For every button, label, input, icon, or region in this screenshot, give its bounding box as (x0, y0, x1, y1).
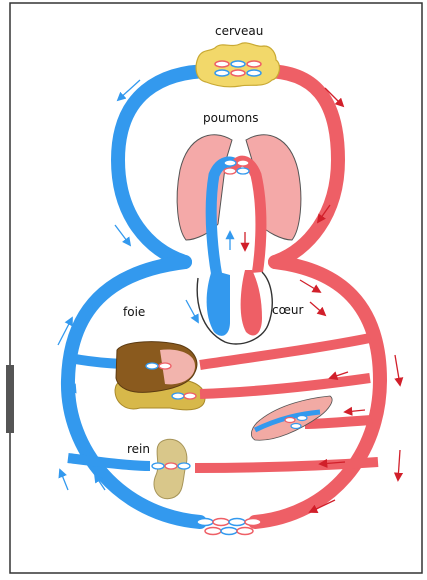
artery-kidney (195, 462, 378, 468)
label-heart: cœur (272, 303, 303, 317)
kidney-capillaries (152, 463, 190, 469)
artery-muscle (305, 420, 372, 424)
label-kidney: rein (127, 442, 150, 456)
label-lungs: poumons (203, 111, 258, 125)
label-brain: cerveau (215, 24, 263, 38)
label-liver: foie (123, 305, 145, 319)
cropped-edge-artifact (6, 365, 14, 433)
